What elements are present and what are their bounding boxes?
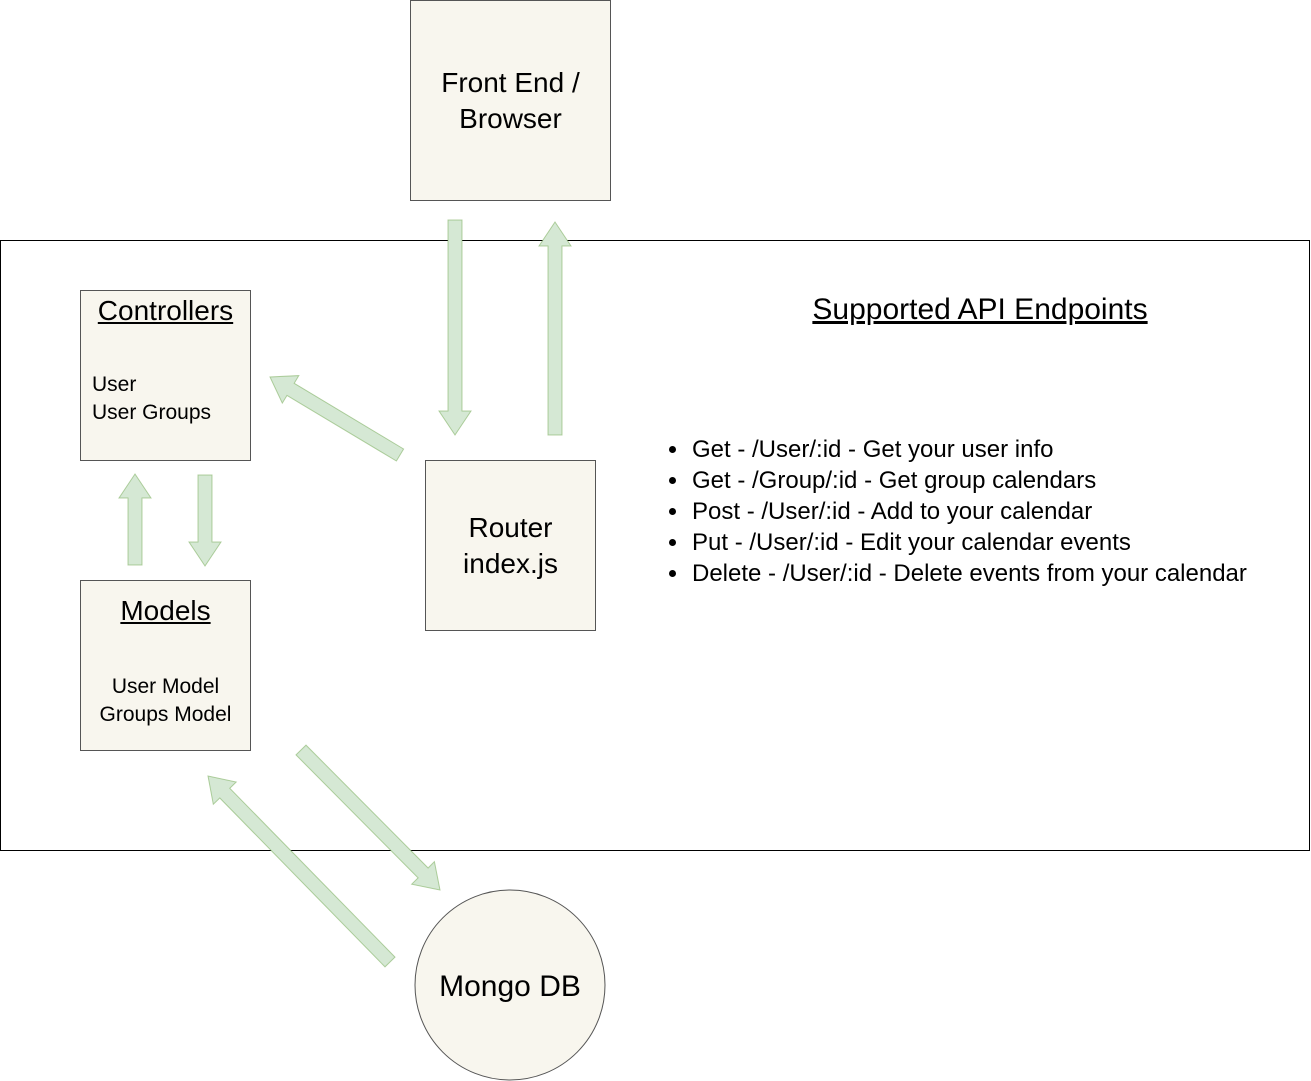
controllers-item-user-groups: User Groups <box>92 401 212 424</box>
models-items: User Model Groups Model <box>81 673 250 729</box>
arrow-layer <box>118 219 572 968</box>
arrow-controllers-to-models <box>188 474 222 567</box>
arrow-router-to-controllers <box>269 375 405 462</box>
arrow-frontend-to-router <box>438 219 472 436</box>
controllers-node[interactable]: Controllers User User Groups <box>80 290 251 461</box>
models-node[interactable]: Models User Model Groups Model <box>80 580 251 751</box>
api-endpoint-item: Delete - /User/:id - Delete events from … <box>663 558 1247 589</box>
arrow-router-to-frontend <box>538 221 572 436</box>
frontend-browser-node[interactable]: Front End / Browser <box>410 0 611 201</box>
router-label: Router index.js <box>463 511 558 579</box>
models-item-user-model: User Model <box>111 675 220 698</box>
arrow-mongo-to-models <box>207 775 396 968</box>
server-boundary <box>0 240 1310 851</box>
api-endpoints-list: Get - /User/:id - Get your user info Get… <box>663 434 1247 589</box>
mongo-db-node[interactable] <box>414 889 606 1081</box>
api-endpoint-item: Get - /User/:id - Get your user info <box>663 434 1247 465</box>
api-endpoint-item: Post - /User/:id - Add to your calendar <box>663 496 1247 527</box>
frontend-browser-label: Front End / Browser <box>441 66 580 134</box>
controllers-items: User User Groups <box>92 371 211 427</box>
mongo-db-label: Mongo DB <box>439 970 581 1003</box>
models-title: Models <box>120 595 211 626</box>
controllers-title: Controllers <box>97 295 234 326</box>
api-endpoints-title: Supported API Endpoints <box>812 293 1148 326</box>
models-item-groups-model: Groups Model <box>99 703 232 726</box>
router-node[interactable]: Router index.js <box>425 460 596 631</box>
controllers-item-user: User <box>92 373 137 396</box>
api-endpoint-item: Put - /User/:id - Edit your calendar eve… <box>663 527 1247 558</box>
arrow-models-to-controllers <box>118 473 152 566</box>
api-endpoint-item: Get - /Group/:id - Get group calendars <box>663 465 1247 496</box>
arrow-models-to-mongo <box>295 744 441 891</box>
